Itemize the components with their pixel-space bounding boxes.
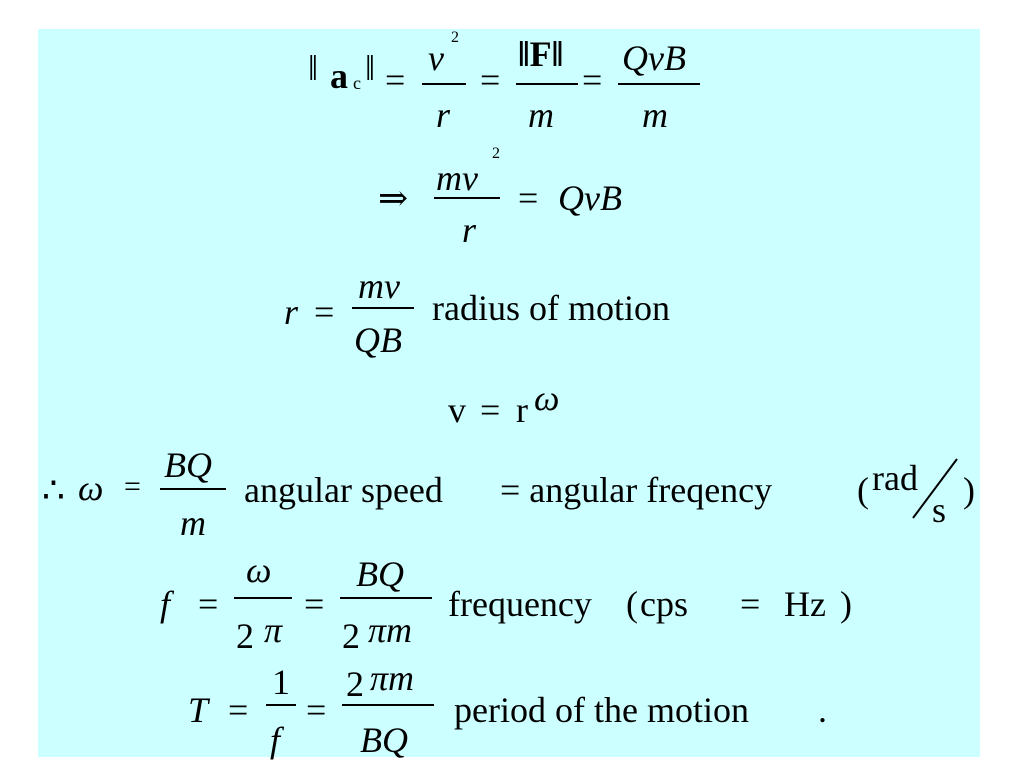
unit-slash [912,458,958,519]
fraction-bar [516,83,578,85]
denominator-m: m [528,95,554,135]
pi-m: πm [368,610,413,650]
period-dot: . [818,690,827,730]
norm-open: ‖ [308,48,319,88]
fraction-bar [422,83,466,85]
force-norm: ‖F‖ [518,34,564,74]
unit-rad: rad [872,458,918,498]
numerator-bq: BQ [356,554,404,594]
equals-sign: = [198,584,219,624]
equals-sign: = [385,60,406,100]
angular-speed-label: angular speed [244,470,443,510]
denominator-r: r [436,95,451,135]
angular-frequency-label: = angular freqency [500,470,773,510]
equals-sign: = [124,470,141,503]
equals-sign: = [518,178,539,218]
slide-panel [38,29,980,757]
paren-close: ) [840,584,852,624]
paren-open: ( [626,584,638,624]
numerator-v: v [428,38,444,78]
equals-sign: = [314,292,335,332]
fraction-bar [340,597,432,599]
numerator-qvb: QvB [622,38,686,78]
frequency-f: f [160,584,171,624]
equals-sign: = [480,60,501,100]
equals-sign: = [306,690,327,730]
denominator-qb: QB [354,320,402,360]
fraction-bar [618,83,700,85]
paren-close: ) [963,470,975,510]
equals-sign: = [304,584,325,624]
fraction-bar [434,197,500,199]
numerator-mv: mv [358,266,400,306]
frequency-label: frequency [448,584,592,624]
two: 2 [342,616,360,656]
radius-r: r [284,292,299,332]
denominator-r: r [462,210,477,250]
fraction-bar [266,704,296,706]
unit-hz: Hz [784,584,826,624]
qvb-term: QvB [558,178,622,218]
two: 2 [236,616,254,656]
unit-cps: cps [640,584,688,624]
pi-symbol: π [264,610,283,650]
equals-sign: = [480,390,501,430]
two: 2 [346,664,364,704]
denominator-m: m [180,503,206,543]
fraction-bar [352,307,414,309]
fraction-bar [234,597,292,599]
equals-sign: = [582,60,603,100]
omega-symbol: ω [246,550,272,590]
denominator-bq: BQ [360,720,408,760]
norm-close: ‖ [365,48,376,88]
acceleration-symbol: a [330,56,348,96]
unit-s: s [932,490,947,530]
implies-arrow: ⇒ [378,178,409,218]
denominator-m: m [642,95,668,135]
fraction-bar [342,704,434,706]
omega-symbol: ω [534,378,560,418]
period-t: T [188,690,209,730]
exponent-2: 2 [451,29,459,46]
omega-symbol: ω [78,468,104,508]
period-label: period of the motion [454,690,749,730]
equals-sign: = [228,690,249,730]
denominator-f: f [270,720,281,760]
radius-r: r [516,390,528,430]
numerator-one: 1 [272,662,290,702]
paren-open: ( [857,470,869,510]
numerator-mv: mv [436,158,478,198]
velocity-v: v [448,390,466,430]
radius-label: radius of motion [432,288,670,328]
numerator-bq: BQ [164,445,212,485]
therefore-symbol: ∴ [42,470,65,510]
equals-sign: = [740,584,761,624]
exponent-2: 2 [492,145,500,162]
pi-m: πm [370,658,415,698]
fraction-bar [160,488,226,490]
subscript-c: c [353,73,361,93]
